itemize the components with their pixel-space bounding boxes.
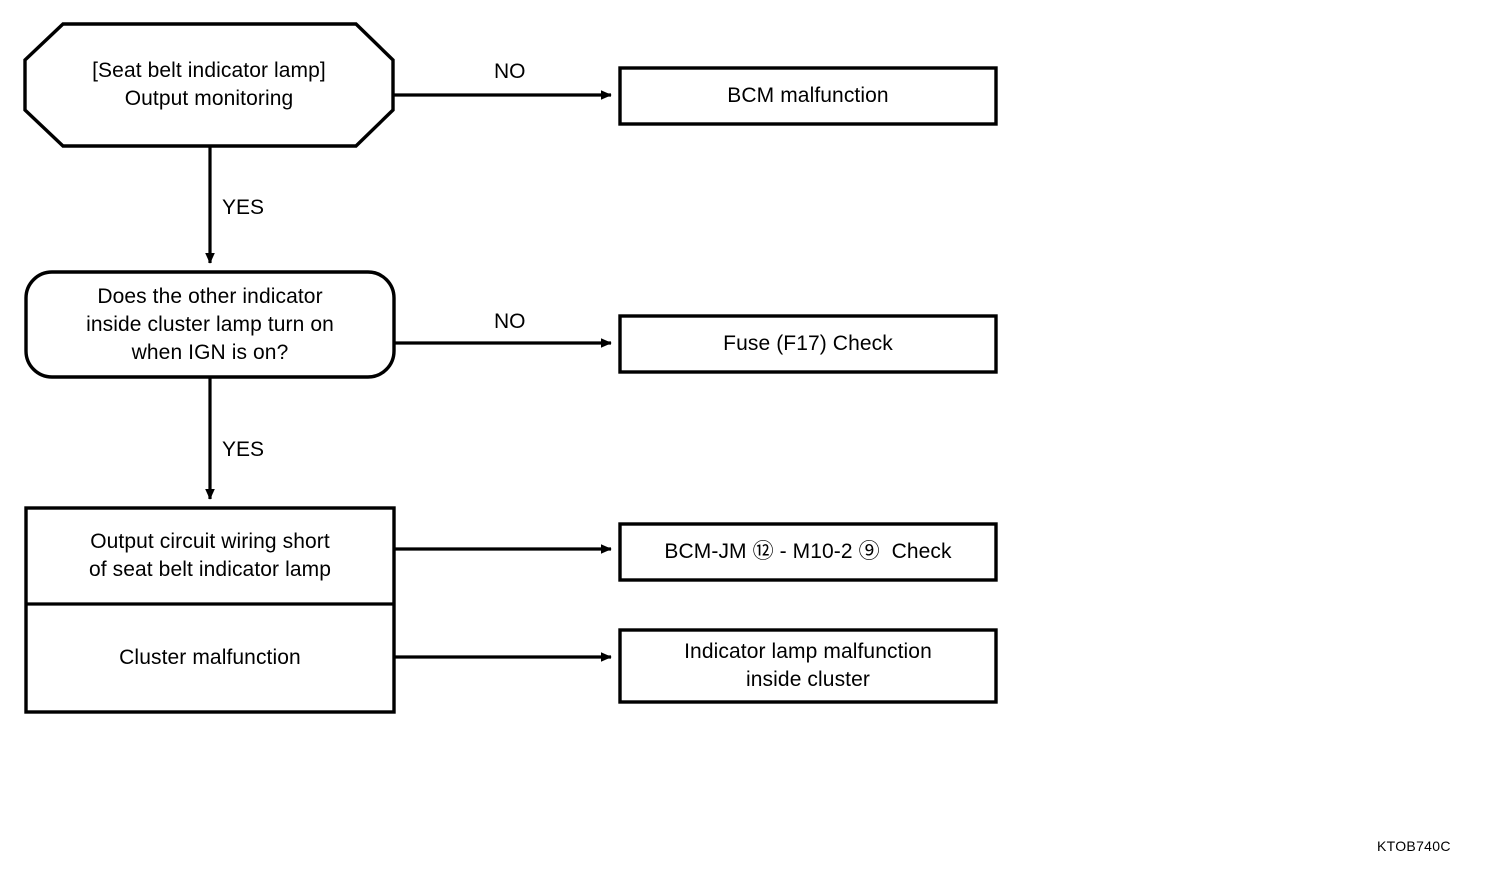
figure-caption: KTOB740C — [1377, 838, 1451, 854]
edge-label-decision-yes: YES — [222, 438, 265, 461]
node-shape-out-connector — [618, 522, 998, 582]
edge-label-decision-no: NO — [494, 310, 526, 333]
node-shape-out-fuse — [618, 314, 998, 374]
node-shape-decision — [24, 270, 396, 379]
node-shape-out-bcm — [618, 66, 998, 126]
edge-label-start-yes: YES — [222, 196, 265, 219]
edge-label-start-no: NO — [494, 60, 526, 83]
node-shape-start — [23, 22, 395, 148]
node-shape-result-block — [24, 506, 396, 714]
node-shape-out-indicator — [618, 628, 998, 704]
